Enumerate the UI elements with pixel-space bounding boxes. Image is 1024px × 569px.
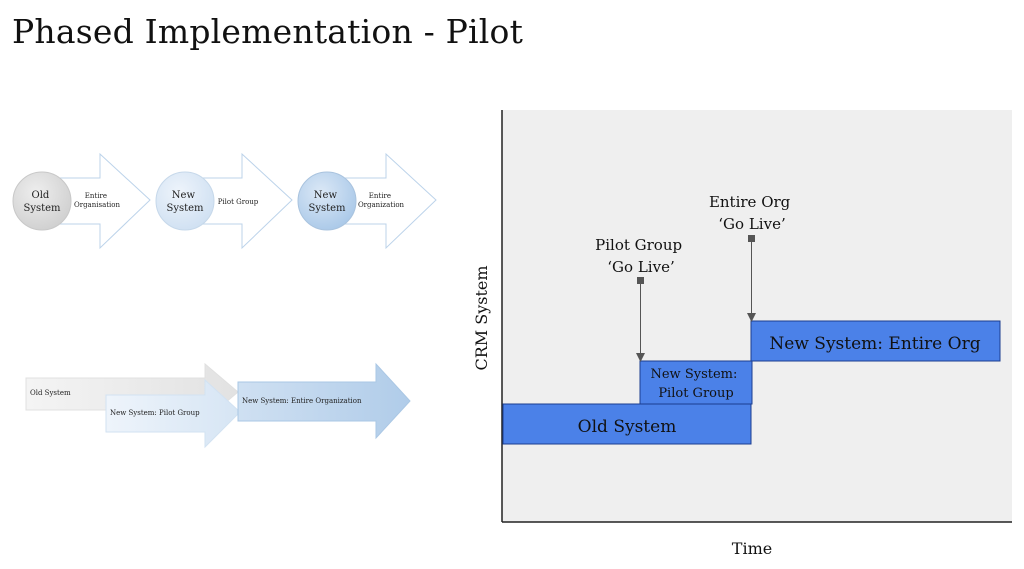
svg-text:New System: New System	[308, 190, 346, 214]
flow-arrow-2-label: Pilot Group	[218, 198, 259, 206]
block-old-system	[502, 403, 752, 445]
flow-stage-3: Entire Organization New System	[297, 152, 437, 250]
svg-text:New System: New System	[166, 190, 204, 214]
arrow-new-entire	[237, 362, 411, 440]
block-new-entire-label: New System: Entire Org	[769, 334, 980, 354]
event-entire-marker	[748, 235, 755, 242]
flow-circle-2-line2: System	[166, 203, 204, 214]
flow-arrow-1-line2: Organisation	[74, 201, 121, 209]
flow-circle-1-line2: System	[23, 203, 61, 214]
event-entire-go-live: Entire Org ‘Go Live’	[709, 193, 795, 322]
event-entire-arrowhead	[747, 313, 756, 322]
page-title: Phased Implementation - Pilot	[12, 12, 524, 51]
arrow-new-entire-label: New System: Entire Organization	[242, 397, 362, 405]
x-axis-label: Time	[732, 539, 772, 558]
flow-stage-2: Pilot Group New System	[155, 152, 293, 250]
flow-circle-3-line2: System	[308, 203, 346, 214]
flow-circle-1	[12, 171, 72, 231]
event-pilot-arrowhead	[636, 353, 645, 362]
block-new-entire	[750, 320, 1001, 362]
svg-text:Pilot Group ‘Go Live’: Pilot Group ‘Go Live’	[595, 236, 687, 276]
flow-circle-1-line1: Old	[32, 190, 50, 201]
event-pilot-line2: ‘Go Live’	[607, 258, 674, 276]
event-pilot-line1: Pilot Group	[595, 236, 682, 254]
svg-text:Entire Organization: Entire Organization	[358, 192, 405, 209]
svg-text:Old System: Old System	[23, 190, 61, 214]
y-axis-label: CRM System	[472, 265, 491, 370]
svg-text:New System: Pilot Group: New System: Pilot Group	[650, 367, 741, 401]
flow-stage-1: Entire Organisation Old System	[12, 152, 151, 250]
arrow-new-pilot-label: New System: Pilot Group	[110, 409, 200, 417]
flow-arrow-3-line2: Organization	[358, 201, 405, 209]
flow-circle-3-line1: New	[314, 190, 338, 201]
timeline-chart: CRM System Time Old System New System: P…	[472, 110, 1012, 558]
plot-area	[502, 110, 1012, 522]
event-entire-line1: Entire Org	[709, 193, 791, 211]
block-new-pilot-line2: Pilot Group	[658, 386, 733, 401]
flow-top: Entire Organisation Old System Pilot Gro…	[12, 152, 437, 250]
svg-text:Entire Organisation: Entire Organisation	[74, 192, 121, 209]
flow-circle-2	[155, 171, 215, 231]
arrow-old-system-label: Old System	[30, 389, 71, 397]
event-pilot-marker	[637, 277, 644, 284]
block-new-pilot	[639, 360, 753, 405]
flow-circle-2-line1: New	[172, 190, 196, 201]
block-old-system-label: Old System	[578, 417, 677, 437]
event-entire-line2: ‘Go Live’	[718, 215, 785, 233]
block-new-pilot-line1: New System:	[650, 367, 737, 382]
flow-arrow-1-line1: Entire	[85, 192, 107, 200]
flow-arrow-3-line1: Entire	[369, 192, 391, 200]
flow-circle-3	[297, 171, 357, 231]
flow-bottom: Old System New System: Pilot Group New S…	[25, 362, 411, 449]
arrow-new-pilot	[105, 378, 241, 449]
svg-text:Entire Org ‘Go Live’: Entire Org ‘Go Live’	[709, 193, 795, 233]
event-pilot-go-live: Pilot Group ‘Go Live’	[595, 236, 687, 362]
